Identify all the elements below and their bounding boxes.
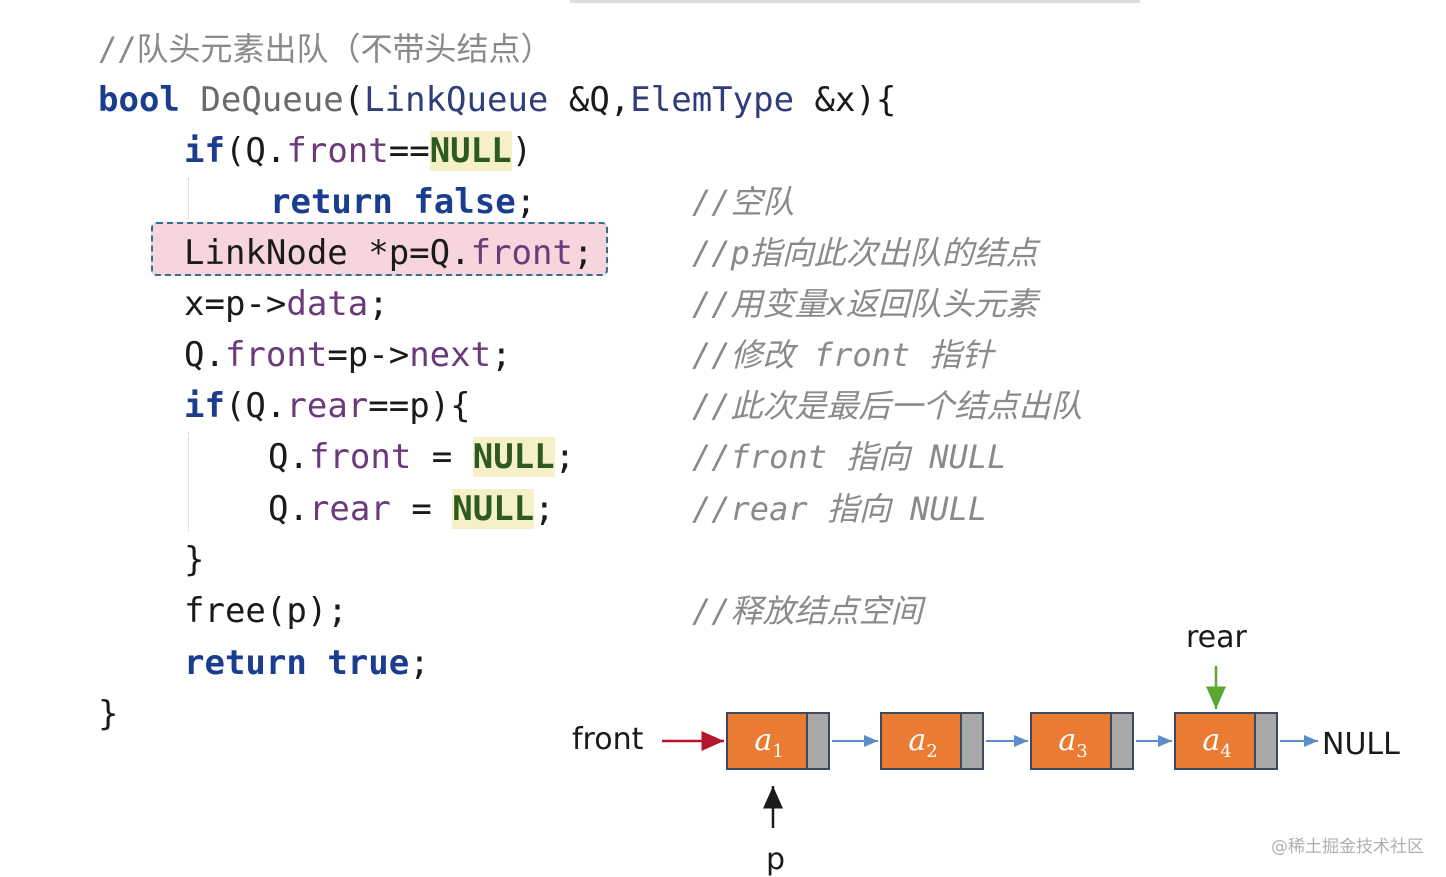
punct: ; (515, 182, 537, 222)
space (393, 182, 413, 222)
code-text: Q. (268, 489, 309, 529)
member: rear (286, 386, 369, 426)
comment-last-node: //此次是最后一个结点出队 (692, 387, 1083, 425)
code-line-return-true: return true; (184, 642, 430, 684)
list-node: a1 (726, 712, 830, 770)
comment-front-null: //front 指向 NULL (692, 438, 1007, 476)
p-label: p (766, 842, 786, 877)
keyword: return (270, 182, 393, 222)
code-line-if-rear: if(Q.rear==p){ (184, 385, 471, 427)
code-line-close-if: } (184, 540, 205, 580)
code-text: (Q. (224, 131, 287, 171)
code-text: x=p-> (184, 284, 287, 324)
type-name: LinkQueue (364, 80, 549, 120)
node-pointer-field (960, 714, 982, 768)
list-node: a2 (880, 712, 984, 770)
operator: == (388, 131, 430, 171)
keyword: false (413, 182, 516, 222)
node-var: a (754, 723, 773, 758)
punct: ; (554, 437, 576, 477)
top-toolbar-fragment (570, 0, 1140, 3)
code-text: =p-> (327, 335, 410, 375)
node-sub: 2 (926, 741, 938, 762)
code-text: = (411, 437, 473, 477)
code-line-return-false: return false; (270, 181, 536, 223)
punct: ; (534, 489, 555, 529)
keyword: return (184, 643, 307, 683)
null-literal: NULL (452, 489, 535, 529)
code-line-x-data: x=p->data; (184, 283, 389, 325)
node-pointer-field (1254, 714, 1276, 768)
code-line-front-next: Q.front=p->next; (184, 334, 512, 376)
node-pointer-field (806, 714, 828, 768)
null-literal: NULL (472, 437, 555, 477)
comment-free-node: //释放结点空间 (692, 592, 923, 630)
list-node: a3 (1030, 712, 1134, 770)
punct: ; (409, 643, 430, 683)
member: front (470, 233, 573, 273)
member: front (224, 335, 328, 375)
rear-label: rear (1186, 620, 1247, 655)
node-data: a4 (1176, 714, 1258, 768)
member: next (409, 335, 492, 375)
comment-return-x: //用变量x返回队头元素 (692, 285, 1038, 323)
code-line-signature: bool DeQueue(LinkQueue &Q,ElemType &x){ (98, 79, 896, 121)
comment-modify-front: //修改 front 指针 (692, 336, 994, 374)
null-literal: NULL (429, 131, 512, 171)
node-sub: 1 (772, 741, 784, 762)
node-pointer-field (1110, 714, 1132, 768)
function-name: DeQueue (200, 80, 344, 120)
node-var: a (1202, 723, 1221, 758)
member: rear (308, 489, 391, 529)
code-text: = (390, 489, 453, 529)
punct: ) (511, 131, 533, 171)
member: front (286, 131, 389, 171)
node-data: a3 (1032, 714, 1114, 768)
code-title-comment: //队头元素出队（不带头结点） (98, 30, 553, 68)
param: &Q, (548, 80, 631, 120)
punct: ; (572, 233, 594, 273)
punct: ( (343, 80, 365, 120)
code-line-front-null: Q.front = NULL; (268, 436, 575, 478)
code-line-free: free(p); (184, 591, 348, 631)
node-sub: 3 (1076, 741, 1088, 762)
keyword: bool (98, 80, 180, 120)
code-line-close-func: } (98, 694, 119, 734)
code-text: (Q. (224, 386, 287, 426)
indent-guide (188, 432, 189, 532)
keyword: if (184, 386, 225, 426)
code-text: ==p){ (368, 386, 471, 426)
type-name: ElemType (630, 80, 795, 120)
code-text: Q. (268, 437, 309, 477)
list-node: a4 (1174, 712, 1278, 770)
code-text: LinkNode *p=Q. (184, 233, 471, 273)
code-line-if-empty: if(Q.front==NULL) (184, 130, 532, 172)
code-line-rear-null: Q.rear = NULL; (268, 488, 555, 530)
node-sub: 4 (1220, 741, 1232, 762)
keyword: if (184, 131, 225, 171)
member: front (308, 437, 412, 477)
node-data: a1 (728, 714, 810, 768)
front-label: front (572, 722, 644, 757)
punct: ; (368, 284, 389, 324)
member: data (286, 284, 369, 324)
indent-guide (188, 178, 189, 220)
param: &x){ (794, 80, 897, 120)
code-line-linknode: LinkNode *p=Q.front; (184, 232, 593, 274)
node-var: a (908, 723, 927, 758)
code-text: Q. (184, 335, 225, 375)
highlighted-line-box (151, 222, 608, 276)
keyword: true (327, 643, 410, 683)
node-var: a (1058, 723, 1077, 758)
comment-rear-null: //rear 指向 NULL (692, 490, 988, 528)
comment-p-points: //p指向此次出队的结点 (692, 234, 1038, 272)
punct: ; (491, 335, 512, 375)
null-label: NULL (1322, 727, 1400, 762)
comment-empty-queue: //空队 (692, 183, 795, 221)
space (307, 643, 327, 683)
watermark: @稀土掘金技术社区 (1271, 837, 1424, 857)
node-data: a2 (882, 714, 964, 768)
